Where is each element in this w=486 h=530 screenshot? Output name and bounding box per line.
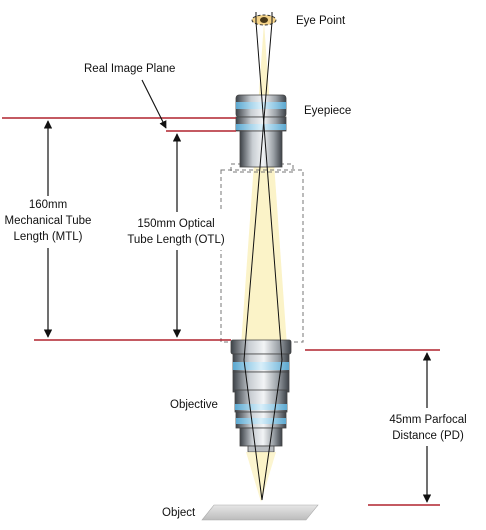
ray-lines — [243, 12, 283, 501]
object-slide — [201, 504, 319, 521]
mtl-label-line-2: Mechanical Tube — [5, 215, 92, 227]
mtl-label-line-1: 160mm — [29, 199, 67, 211]
pd-label-line-1: 45mm Parfocal — [389, 414, 466, 426]
reference-lines — [2, 117, 440, 506]
pupil-icon — [260, 17, 268, 23]
objective-label: Objective — [170, 399, 218, 411]
objective-cone — [246, 452, 276, 502]
eyepiece-label: Eyepiece — [304, 105, 351, 117]
object-label: Object — [162, 507, 196, 519]
mtl-label-line-3: Length (MTL) — [13, 231, 82, 243]
otl-label-line-1: 150mm Optical — [137, 218, 214, 230]
light-beam-upper — [240, 22, 288, 360]
real-image-plane-label: Real Image Plane — [84, 63, 175, 75]
eyepiece-icon — [235, 94, 287, 168]
eye-point-label: Eye Point — [296, 15, 346, 27]
pd-label-line-2: Distance (PD) — [392, 430, 464, 442]
otl-label-line-2: Tube Length (OTL) — [127, 234, 225, 246]
real-image-plane-leader — [141, 79, 167, 129]
